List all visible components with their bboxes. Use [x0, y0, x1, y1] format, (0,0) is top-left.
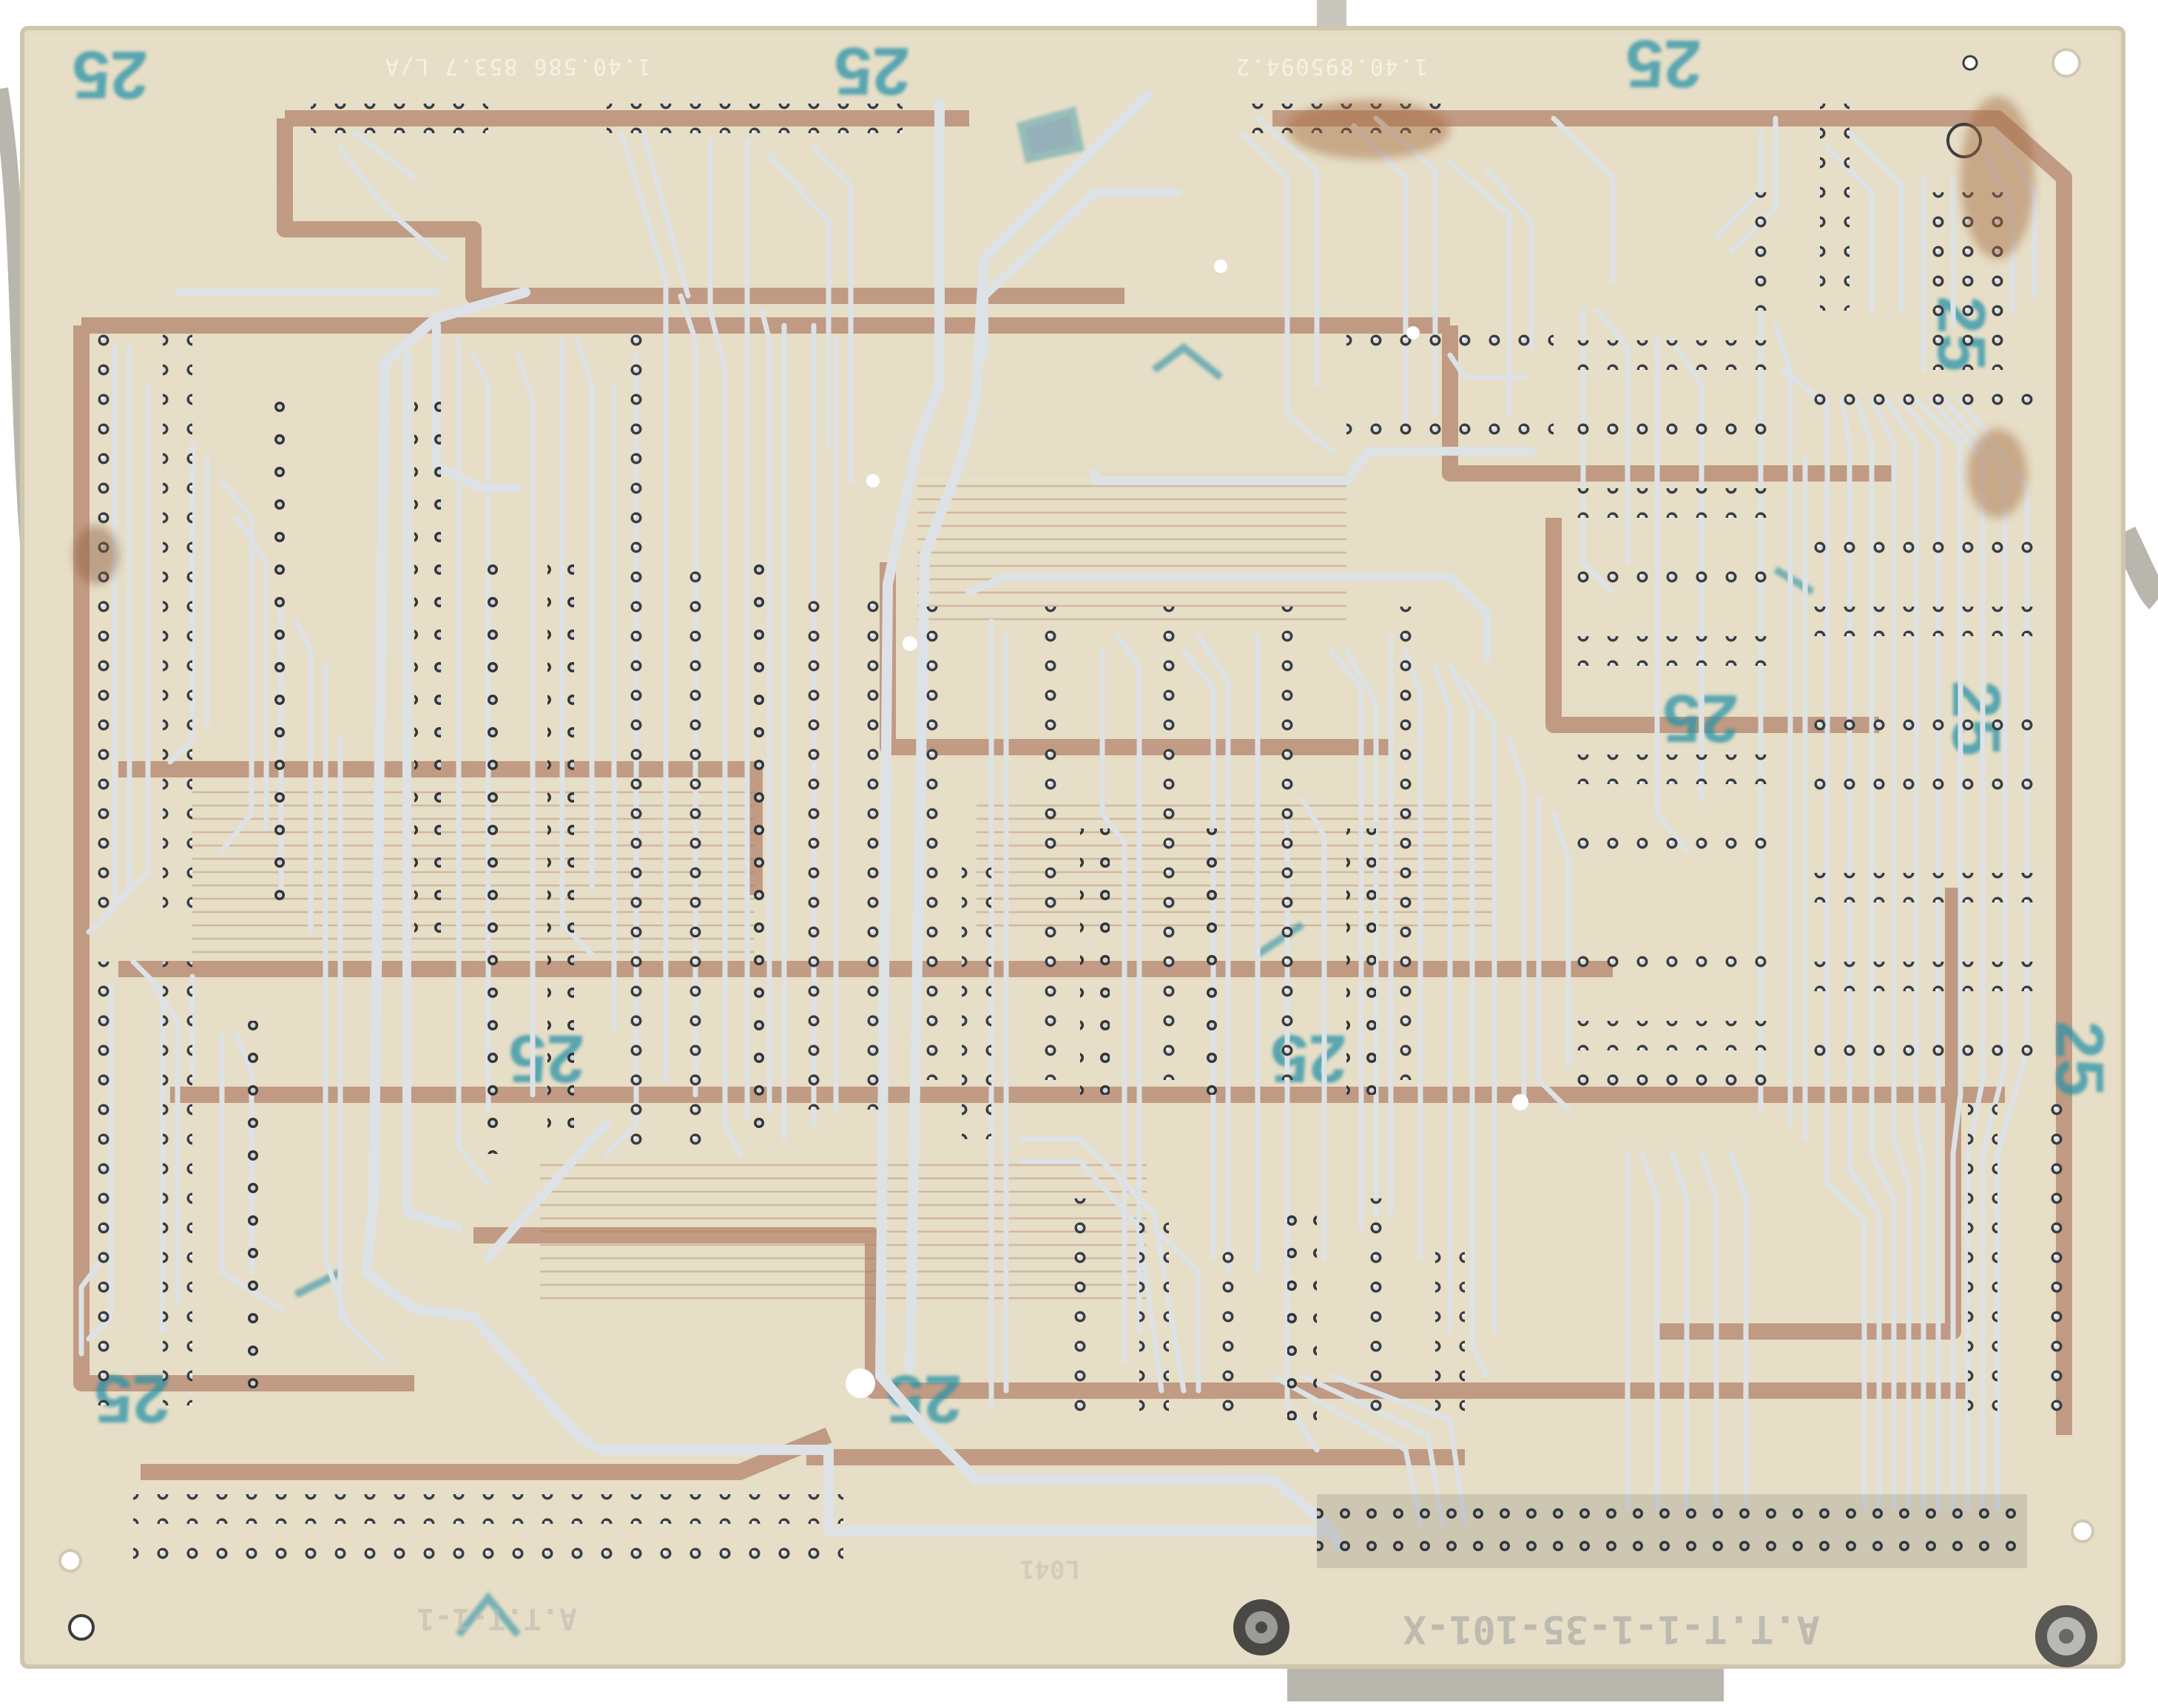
edge-connector-left: [133, 1494, 843, 1568]
flux-residue: [846, 260, 1528, 1398]
stains: [74, 96, 2034, 584]
screw-left: [1233, 1599, 1289, 1655]
silkscreen: 1.40.586 853.7 L/A 1.40.895094.2 A.T.T-1…: [384, 53, 1820, 1651]
connector-label: L041: [1019, 1554, 1080, 1584]
bottom-marking: A.T.T-1-1-35-101-X: [1403, 1607, 1820, 1651]
stamp-25: 25: [834, 33, 910, 109]
mounting-holes: [58, 48, 2097, 1667]
ink-stamps: 25 25 25 25 25 25 25 25 25 25 25: [73, 26, 2117, 1437]
bottom-left-marking: A.T.T-1-1: [417, 1601, 577, 1636]
edge-connector-right: [1317, 1494, 2027, 1568]
stamp-25: 25: [73, 37, 148, 112]
stamp-25: 25: [2042, 1021, 2117, 1096]
screw-right: [2035, 1605, 2097, 1667]
part-number-left: 1.40.586 853.7 L/A: [384, 53, 651, 79]
component-pads: [89, 104, 2071, 1420]
part-number-right: 1.40.895094.2: [1235, 53, 1428, 79]
stamp-25: 25: [1626, 26, 1702, 101]
